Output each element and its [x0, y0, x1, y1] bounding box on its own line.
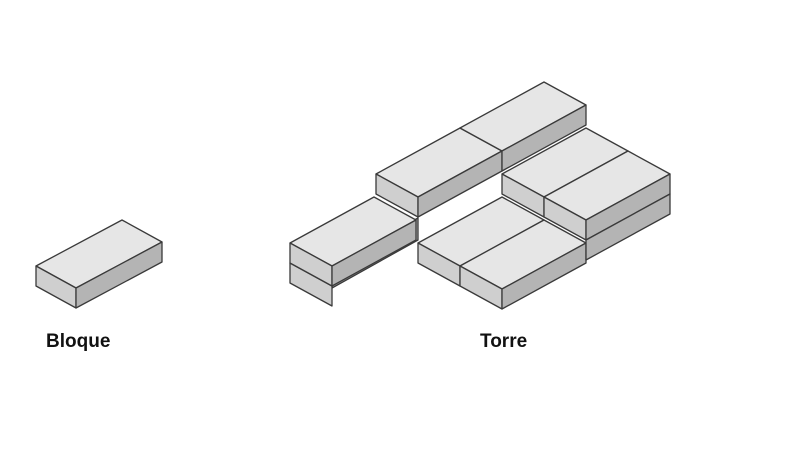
tower-block — [289, 196, 417, 287]
tower-block — [375, 127, 503, 218]
tower-block — [543, 150, 671, 261]
tower-caption: Torre — [480, 331, 528, 352]
block-caption: Bloque — [46, 331, 111, 352]
single-block — [35, 219, 163, 309]
tower-block — [417, 196, 545, 287]
tower — [289, 81, 671, 310]
tower-block — [459, 81, 587, 172]
